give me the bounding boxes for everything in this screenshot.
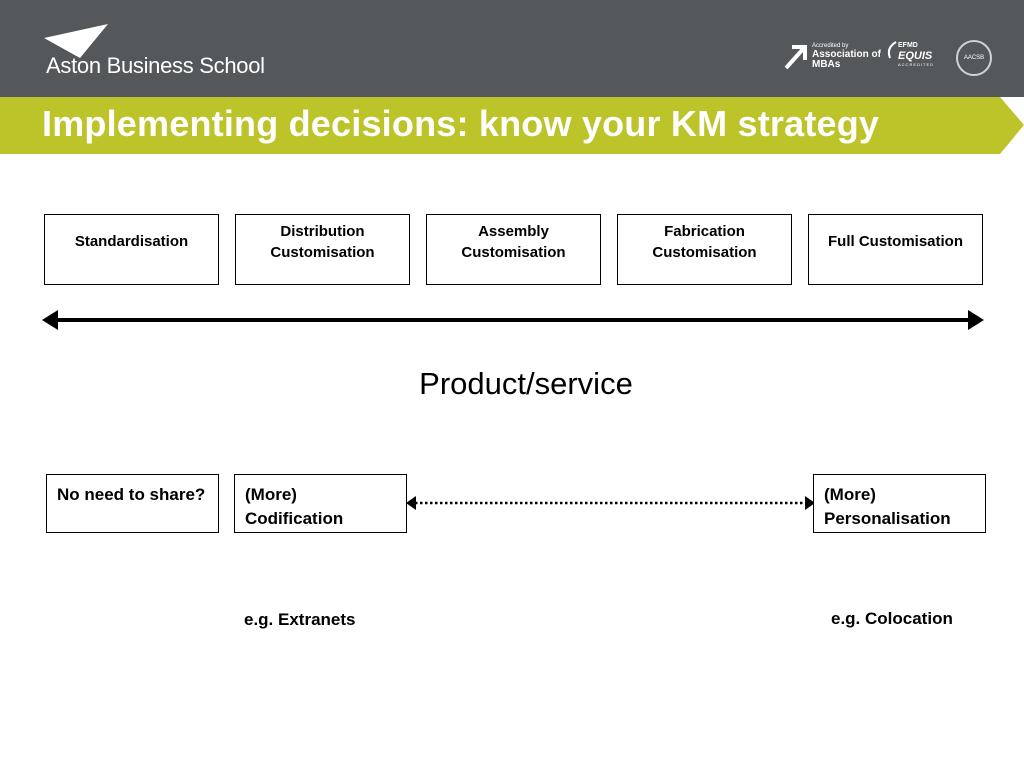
aacsb-seal: AACSB	[956, 40, 992, 76]
stage-fabrication-customisation-box: Fabrication Customisation	[617, 214, 792, 285]
km-no-need-to-share-box: No need to share?	[46, 474, 219, 533]
title-band	[0, 97, 1024, 154]
slide-title: Implementing decisions: know your KM str…	[42, 103, 880, 144]
codification-personalisation-dotted-arrow	[406, 496, 815, 510]
km-codification-box: (More) Codification	[234, 474, 407, 533]
example-colocation: e.g. Colocation	[831, 609, 953, 628]
equis-text: EQUIS	[898, 50, 933, 62]
stage-distribution-customisation-box: Distribution Customisation	[235, 214, 410, 285]
equis-sub-text: ACCREDITED	[898, 62, 935, 67]
accreditation-logos: Accredited by Association of MBAs EFMD E…	[780, 36, 1000, 82]
product-service-label: Product/service	[419, 366, 633, 401]
efmd-swoosh-icon	[887, 41, 897, 59]
efmd-text: EFMD	[898, 42, 918, 49]
stage-assembly-customisation-box: Assembly Customisation	[426, 214, 601, 285]
header-bar: Aston Business School Accredited by Asso…	[0, 0, 1024, 97]
aston-logo-icon	[44, 24, 108, 58]
example-extranets: e.g. Extranets	[244, 610, 356, 629]
amba-accreditation: Accredited by Association of MBAs	[812, 42, 884, 70]
amba-arrow-icon	[784, 45, 807, 70]
amba-main-text: Association of MBAs	[812, 49, 881, 70]
stage-standardisation-box: Standardisation	[44, 214, 219, 285]
amba-small-text: Accredited by	[812, 43, 849, 49]
stage-full-customisation-box: Full Customisation	[808, 214, 983, 285]
equis-accreditation: EFMD EQUIS ACCREDITED	[898, 42, 934, 68]
customisation-spectrum-arrow	[42, 310, 984, 330]
logo-text: Aston Business School	[46, 53, 265, 78]
km-personalisation-box: (More) Personalisation	[813, 474, 986, 533]
